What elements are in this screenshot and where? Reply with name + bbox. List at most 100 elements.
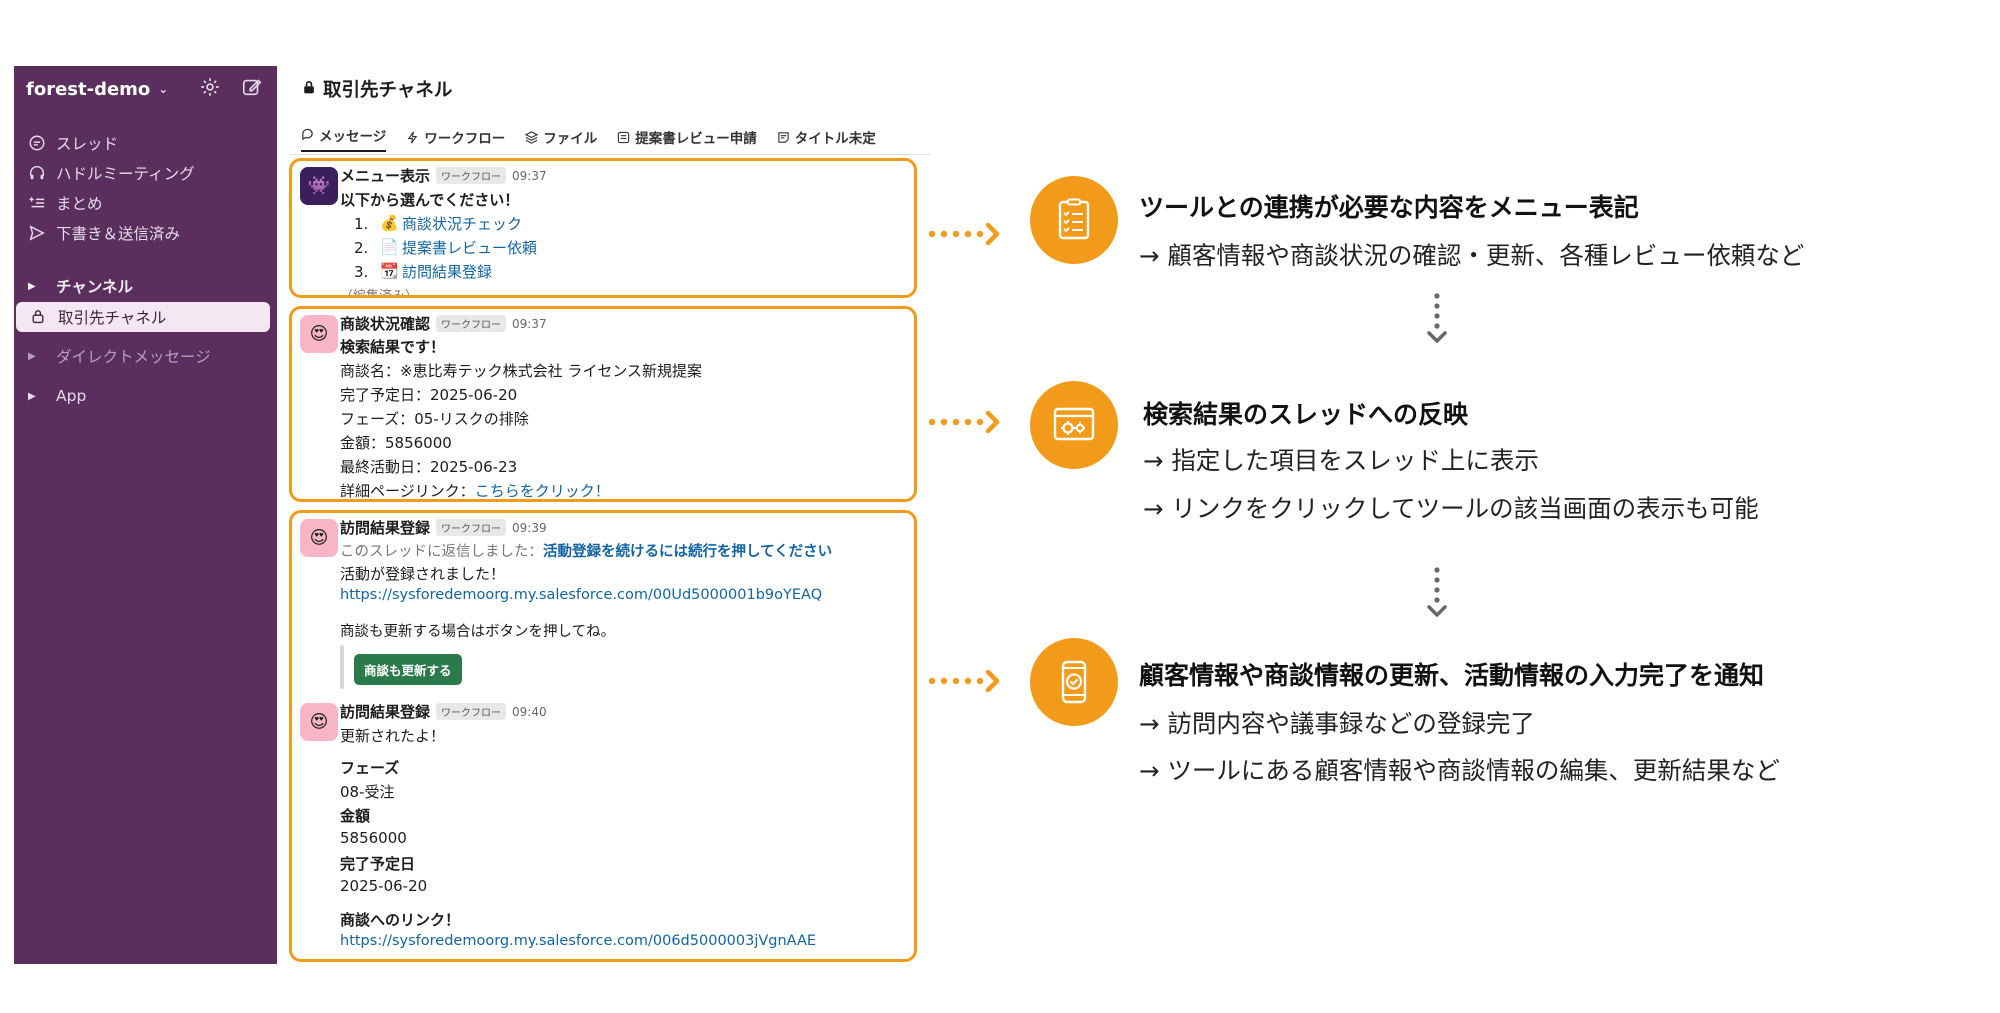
sidebar-item-threads[interactable]: スレッド <box>28 132 118 154</box>
dotted-down-arrow-icon <box>1427 293 1447 343</box>
avatar[interactable]: 😍 <box>300 703 338 741</box>
message-intro: 検索結果です！ <box>340 338 446 356</box>
workflow-badge: ワークフロー <box>436 519 507 536</box>
phase-label: フェーズ <box>340 759 400 777</box>
money-bag-icon: 💰 <box>380 213 399 232</box>
sidebar-section-channels[interactable]: ▶ チャンネル <box>28 275 133 297</box>
avatar[interactable]: 👾 <box>300 167 338 205</box>
message-intro: 以下から選んでください！ <box>340 191 520 209</box>
workflow-badge: ワークフロー <box>436 167 507 184</box>
channel-tabs: メッセージ ワークフロー ファイル 提案書レビュー申請 タイトル未定 <box>301 122 876 152</box>
avatar[interactable]: 😍 <box>300 315 338 353</box>
list-item: 3. 📆訪問結果登録 <box>354 261 492 284</box>
workspace-switcher[interactable]: forest-demo ⌄ <box>26 76 168 102</box>
sidebar-item-huddles[interactable]: ハドルミーティング <box>28 162 195 184</box>
caret-right-icon: ▶ <box>28 390 36 402</box>
heart-eyes-face-icon: 😍 <box>309 711 329 733</box>
tab-proposal-review[interactable]: 提案書レビュー申請 <box>617 122 757 152</box>
list-item: 2. 📄提案書レビュー依頼 <box>354 237 537 260</box>
update-deal-button[interactable]: 商談も更新する <box>354 654 462 685</box>
menu-link-proposal-review[interactable]: 提案書レビュー依頼 <box>402 239 538 257</box>
section-label: ダイレクトメッセージ <box>56 348 211 366</box>
list-number: 2. <box>354 239 369 257</box>
sidebar-section-app[interactable]: ▶ App <box>28 387 86 405</box>
detail-link-line: 詳細ページリンク：こちらをクリック！ <box>340 480 610 500</box>
updated-message: 更新されたよ！ <box>340 727 446 745</box>
headphones-icon <box>28 164 46 182</box>
bot-face-icon: 👾 <box>307 175 331 197</box>
channel-title[interactable]: 取引先チャネル <box>301 76 452 102</box>
message-icon <box>301 128 314 141</box>
due-date: 完了予定日：2025-06-20 <box>340 386 518 404</box>
sidebar-section-dm[interactable]: ▶ ダイレクトメッセージ <box>28 345 211 367</box>
detail-page-link[interactable]: こちらをクリック！ <box>474 482 610 500</box>
heart-eyes-face-icon: 😍 <box>309 323 329 345</box>
step-1-title: ツールとの連携が必要な内容をメニュー表記 <box>1139 193 1639 222</box>
sidebar-item-label: 下書き＆送信済み <box>56 225 181 243</box>
tab-messages[interactable]: メッセージ <box>301 122 387 152</box>
timestamp[interactable]: 09:37 <box>512 316 547 331</box>
document-icon: 📄 <box>380 237 399 256</box>
tab-untitled[interactable]: タイトル未定 <box>777 122 876 152</box>
dotted-arrow-icon <box>928 222 1000 246</box>
tab-files[interactable]: ファイル <box>524 122 597 152</box>
sidebar-item-active-channel[interactable]: 取引先チャネル <box>16 302 270 332</box>
sender-name[interactable]: 商談状況確認 <box>340 315 431 333</box>
sidebar-item-label: スレッド <box>56 135 119 153</box>
gear-icon[interactable] <box>199 76 221 98</box>
attachment-bar <box>340 645 344 689</box>
caret-right-icon: ▶ <box>28 350 36 362</box>
timestamp[interactable]: 09:37 <box>512 168 547 183</box>
caret-right-icon: ▶ <box>28 280 36 292</box>
last-activity: 最終活動日：2025-06-23 <box>340 458 518 476</box>
update-prompt: 商談も更新する場合はボタンを押してね。 <box>340 624 616 640</box>
dotted-arrow-icon <box>928 669 1000 693</box>
compose-icon[interactable] <box>241 76 263 98</box>
lightning-icon <box>406 131 419 144</box>
lock-icon <box>301 79 317 100</box>
menu-link-visit-register[interactable]: 訪問結果登録 <box>402 263 493 281</box>
amount-value: 5856000 <box>340 829 407 847</box>
tab-workflow[interactable]: ワークフロー <box>406 122 505 152</box>
tab-label: タイトル未定 <box>794 131 876 147</box>
list-item: 1. 💰商談状況チェック <box>354 213 522 236</box>
section-label: App <box>56 387 87 405</box>
activity-url[interactable]: https://sysforedemoorg.my.salesforce.com… <box>340 587 823 603</box>
sidebar: forest-demo ⌄ スレッド ハドルミーティング まとめ 下書き＆送信済… <box>14 66 277 964</box>
due-value: 2025-06-20 <box>340 877 428 895</box>
deal-url[interactable]: https://sysforedemoorg.my.salesforce.com… <box>340 933 817 949</box>
step-1-badge <box>1030 176 1118 264</box>
channel-name: 取引先チャネル <box>323 80 453 101</box>
sender-name[interactable]: メニュー表示 <box>340 167 431 185</box>
avatar[interactable]: 😍 <box>300 519 338 557</box>
menu-link-deal-status[interactable]: 商談状況チェック <box>402 215 523 233</box>
timestamp[interactable]: 09:40 <box>512 704 547 719</box>
detail-link-label: 詳細ページリンク： <box>340 482 475 500</box>
due-label: 完了予定日 <box>340 855 416 873</box>
heart-eyes-face-icon: 😍 <box>309 527 329 549</box>
chevron-down-icon: ⌄ <box>158 82 169 96</box>
channel-label: 取引先チャネル <box>58 309 167 327</box>
timestamp[interactable]: 09:39 <box>512 520 547 535</box>
tab-label: メッセージ <box>319 128 387 145</box>
step-3-line: → 訪問内容や議事録などの登録完了 <box>1139 709 1535 738</box>
step-2-badge <box>1030 381 1118 469</box>
workspace-name: forest-demo <box>26 78 151 100</box>
sidebar-item-drafts[interactable]: 下書き＆送信済み <box>28 222 180 244</box>
sidebar-item-summary[interactable]: まとめ <box>28 192 103 214</box>
checklist-icon <box>1058 198 1090 240</box>
deal-link-label: 商談へのリンク！ <box>340 911 461 929</box>
list-number: 3. <box>354 263 369 281</box>
phase: フェーズ：05-リスクの排除 <box>340 410 529 428</box>
calendar-icon: 📆 <box>380 261 399 280</box>
sender-name[interactable]: 訪問結果登録 <box>340 703 431 721</box>
message-box-visit: 😍 訪問結果登録 ワークフロー 09:39 このスレッドに返信しました：活動登録… <box>289 510 917 962</box>
list-number: 1. <box>354 215 369 233</box>
sparkle-list-icon <box>28 194 46 212</box>
sidebar-item-label: まとめ <box>56 195 103 213</box>
smartphone-check-icon <box>1061 660 1087 704</box>
thread-reply-link[interactable]: 活動登録を続けるには続行を押してください <box>543 544 833 560</box>
sender-name[interactable]: 訪問結果登録 <box>340 519 431 537</box>
step-3-badge <box>1030 638 1118 726</box>
thread-reply-note: このスレッドに返信しました：活動登録を続けるには続行を押してください <box>340 540 832 561</box>
